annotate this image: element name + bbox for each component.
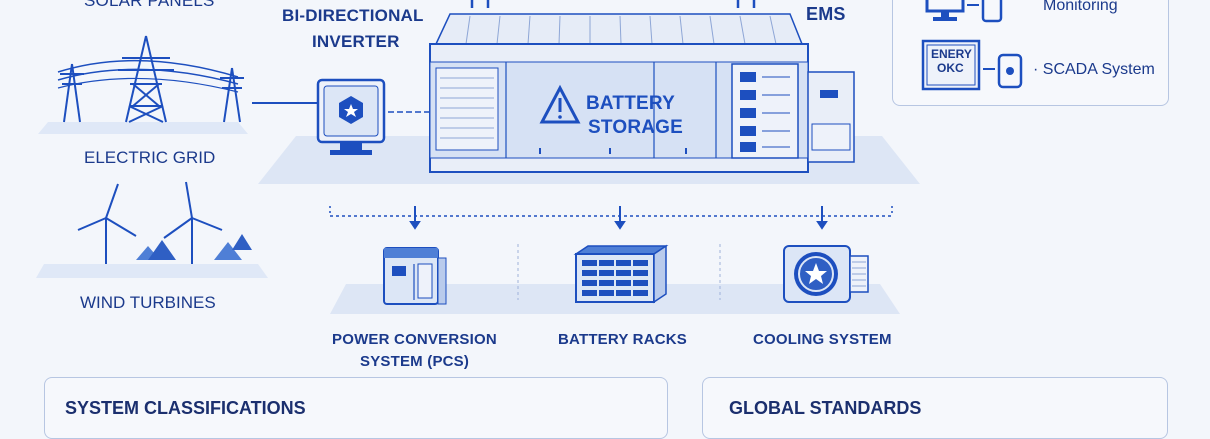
wind-turbines-icon: [36, 181, 268, 278]
monitoring-label: Monitoring: [1043, 0, 1118, 14]
battery-storage-label-line1: BATTERY: [586, 93, 676, 114]
scada-screen-text-line2: OKC: [937, 61, 964, 75]
pcs-cabinet-icon: [383, 247, 447, 305]
warning-icon: [539, 84, 581, 124]
system-classifications-title: SYSTEM CLASSIFICATIONS: [65, 398, 306, 418]
global-standards-panel: GLOBAL STANDARDS: [702, 377, 1168, 439]
battery-racks-label: BATTERY RACKS: [558, 331, 687, 348]
cooling-unit-icon: [783, 245, 869, 303]
wind-turbines-label: WIND TURBINES: [80, 293, 216, 312]
inverter-label-line1: BI-DIRECTIONAL: [282, 6, 424, 25]
solar-panels-label: SOLAR PANELS: [84, 0, 215, 10]
monitoring-panel: Monitoring ENERY OKC · SCADA System: [892, 0, 1169, 106]
transmission-tower-icon: [38, 35, 248, 134]
ems-label: EMS: [806, 4, 846, 24]
battery-storage-label-line2: STORAGE: [588, 117, 684, 138]
scada-screen-text-line1: ENERY: [931, 47, 972, 61]
pcs-label-line1: POWER CONVERSION: [332, 331, 497, 348]
cooling-system-label: COOLING SYSTEM: [753, 331, 892, 348]
system-classifications-panel: SYSTEM CLASSIFICATIONS: [44, 377, 668, 439]
pcs-label-line2: SYSTEM (PCS): [360, 353, 470, 370]
star-icon: [805, 263, 827, 284]
electric-grid-label: ELECTRIC GRID: [84, 148, 216, 167]
scada-screen-icon: [921, 39, 1023, 91]
monitor-phone-icon: [925, 0, 1003, 23]
scada-label-text: SCADA System: [1042, 61, 1155, 78]
scada-label: · SCADA System: [1033, 61, 1155, 78]
global-standards-title: GLOBAL STANDARDS: [729, 398, 922, 418]
battery-storage-container: [252, 0, 920, 184]
inverter-label-line2: INVERTER: [312, 32, 400, 51]
battery-racks-icon: [573, 244, 669, 304]
